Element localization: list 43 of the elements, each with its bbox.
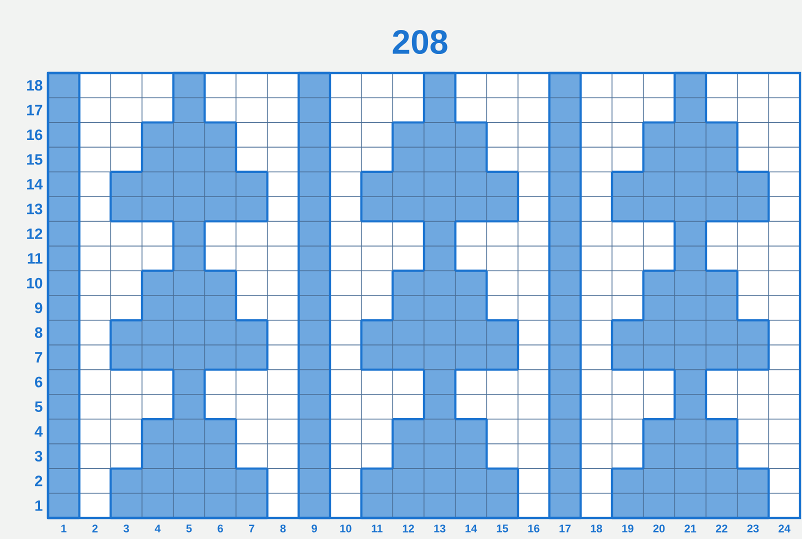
column-number: 4 — [154, 524, 161, 532]
column-number: 3 — [124, 524, 129, 532]
title: 208 — [392, 30, 448, 54]
row-number: 9 — [34, 302, 42, 314]
row-number: 8 — [34, 327, 42, 338]
column-number: 17 — [560, 524, 571, 532]
column-number: 20 — [653, 524, 665, 532]
column-number: 22 — [716, 524, 728, 532]
row-number: 15 — [27, 154, 42, 165]
column-number: 21 — [684, 524, 696, 532]
row-number: 16 — [27, 130, 42, 140]
column-number: 8 — [280, 524, 286, 532]
row-number: 6 — [35, 376, 42, 388]
row-number: 4 — [34, 426, 43, 437]
row-number: 18 — [27, 80, 42, 91]
column-number: 18 — [590, 524, 602, 532]
row-number: 1 — [35, 500, 42, 511]
row-number: 5 — [34, 402, 42, 412]
column-number: 6 — [218, 524, 223, 532]
column-number: 11 — [372, 524, 382, 532]
column-number: 12 — [402, 524, 414, 532]
row-number: 17 — [27, 104, 42, 116]
column-number: 10 — [340, 524, 352, 532]
row-number: 13 — [27, 204, 42, 214]
row-number: 2 — [34, 476, 42, 486]
column-number: 16 — [528, 524, 540, 532]
row-number: 14 — [27, 179, 43, 190]
column-number: 15 — [496, 524, 508, 532]
column-number: 5 — [186, 524, 192, 532]
column-number: 7 — [249, 524, 254, 532]
column-number: 13 — [434, 524, 446, 532]
row-number: 12 — [27, 228, 42, 239]
column-number: 19 — [622, 524, 634, 532]
row-number: 10 — [27, 278, 42, 288]
column-number: 1 — [61, 524, 66, 532]
row-number: 7 — [35, 352, 42, 362]
column-number: 23 — [747, 524, 759, 532]
column-number: 9 — [312, 524, 317, 532]
row-number: 11 — [28, 253, 42, 264]
column-number: 2 — [92, 524, 98, 532]
column-number: 24 — [778, 524, 790, 532]
column-number: 14 — [466, 524, 478, 532]
row-number: 3 — [34, 450, 42, 462]
